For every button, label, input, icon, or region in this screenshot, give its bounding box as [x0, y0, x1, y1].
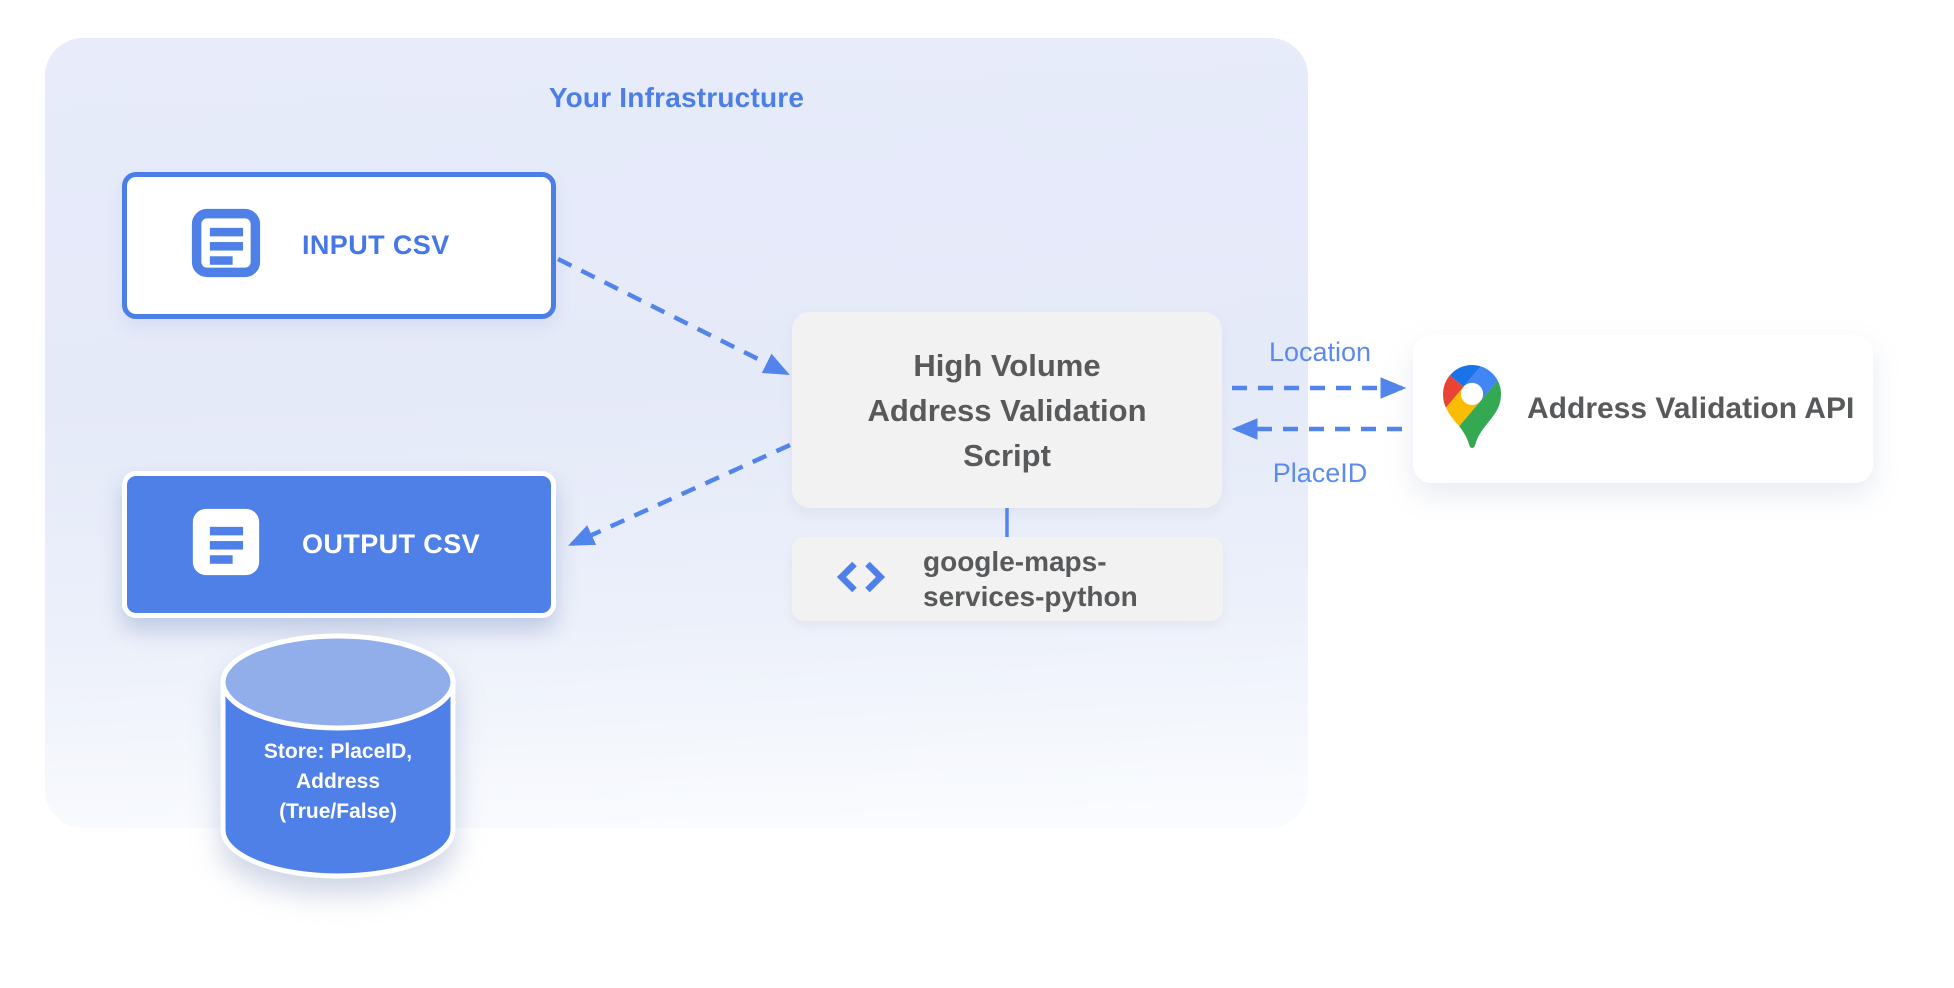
- script-node: High Volume Address Validation Script: [792, 312, 1222, 508]
- library-label: google-maps- services-python: [923, 546, 1138, 612]
- script-label: High Volume Address Validation Script: [867, 347, 1147, 473]
- library-node: google-maps- services-python: [792, 537, 1223, 621]
- code-icon: [835, 559, 887, 600]
- document-icon: [190, 506, 262, 583]
- datastore-label: Store: PlaceID, Address (True/False): [263, 740, 413, 823]
- input-csv-node: INPUT CSV: [122, 172, 556, 319]
- database-cylinder: [220, 633, 456, 879]
- placeid-edge-label: PlaceID: [1272, 458, 1368, 488]
- google-maps-pin-icon: [1443, 365, 1502, 453]
- api-label: Address Validation API: [1527, 392, 1855, 425]
- output-csv-label: OUTPUT CSV: [302, 529, 481, 559]
- output-csv-node: OUTPUT CSV: [122, 471, 556, 618]
- input-csv-label: INPUT CSV: [302, 230, 450, 260]
- document-icon: [190, 207, 262, 284]
- api-node: Address Validation API: [1413, 335, 1873, 483]
- infrastructure-title: Your Infrastructure: [548, 82, 805, 113]
- location-edge-label: Location: [1268, 337, 1372, 367]
